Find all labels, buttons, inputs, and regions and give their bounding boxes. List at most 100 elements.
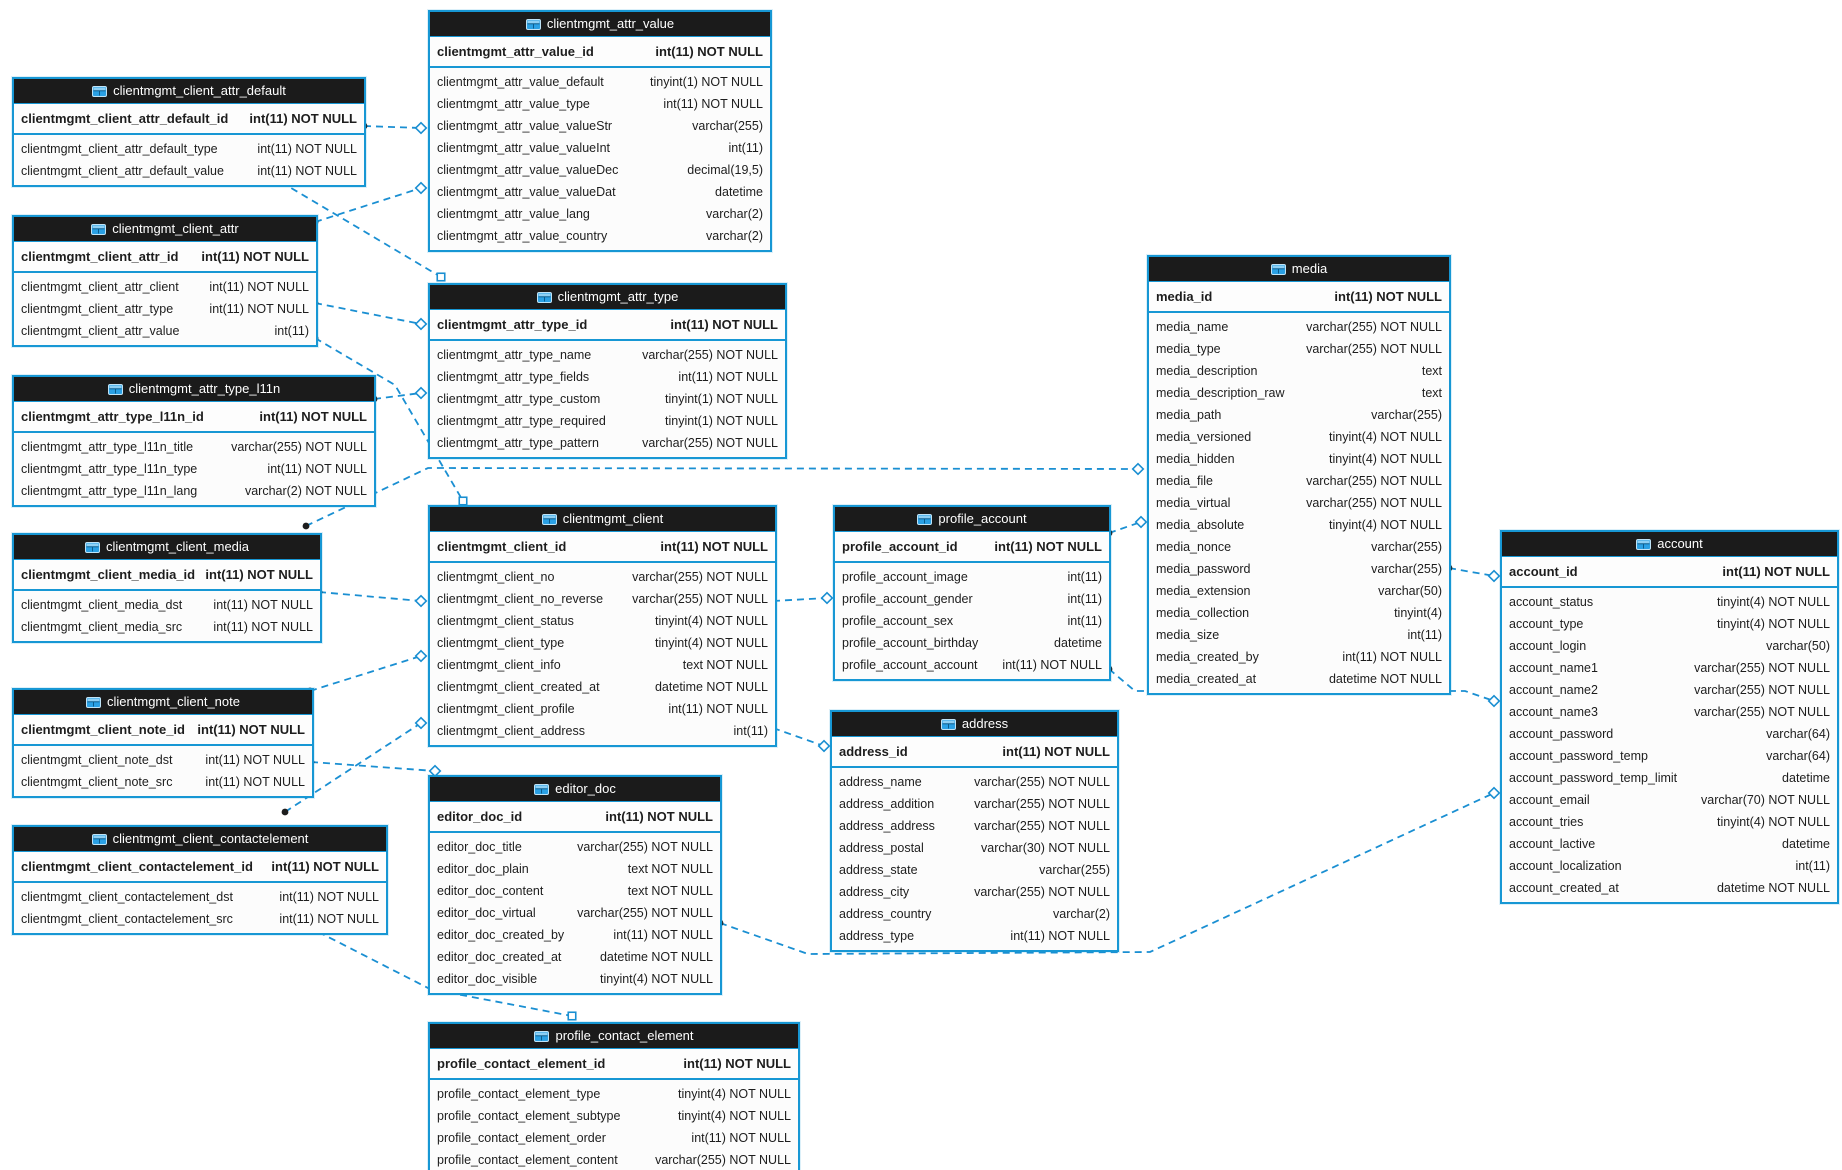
table-header[interactable]: clientmgmt_attr_value	[430, 12, 770, 37]
relationship-line-clientmgmt_attr_type_l11n-to-clientmgmt_attr_type[interactable]	[373, 392, 422, 400]
table-header[interactable]: editor_doc	[430, 777, 720, 802]
table-header[interactable]: address	[832, 712, 1117, 737]
table-header[interactable]: profile_contact_element	[430, 1024, 798, 1049]
relationship-line-clientmgmt_client_attr-to-clientmgmt_attr_type[interactable]	[314, 302, 422, 325]
relationship-line-profile_account-to-media[interactable]	[1108, 521, 1142, 534]
relationship-line-clientmgmt_client-to-profile_account[interactable]	[772, 597, 828, 602]
relationship-line-clientmgmt_client_note-to-editor_doc[interactable]	[310, 761, 436, 772]
table-header[interactable]: profile_account	[835, 507, 1109, 532]
relationship-line-clientmgmt_client_attr_default-to-clientmgmt_attr_value[interactable]	[363, 125, 422, 129]
table-header[interactable]: clientmgmt_client_note	[14, 690, 312, 715]
relationship-line-profile_account-to-account[interactable]	[1108, 668, 1495, 702]
table-header[interactable]: clientmgmt_client_media	[14, 535, 320, 560]
table-profile_contact_element[interactable]: profile_contact_element profile_contact_e…	[428, 1022, 800, 1170]
table-header[interactable]: clientmgmt_client	[430, 507, 775, 532]
relationship-line-clientmgmt_client_attr-to-clientmgmt_client[interactable]	[314, 337, 464, 502]
table-header[interactable]: clientmgmt_attr_type	[430, 285, 785, 310]
